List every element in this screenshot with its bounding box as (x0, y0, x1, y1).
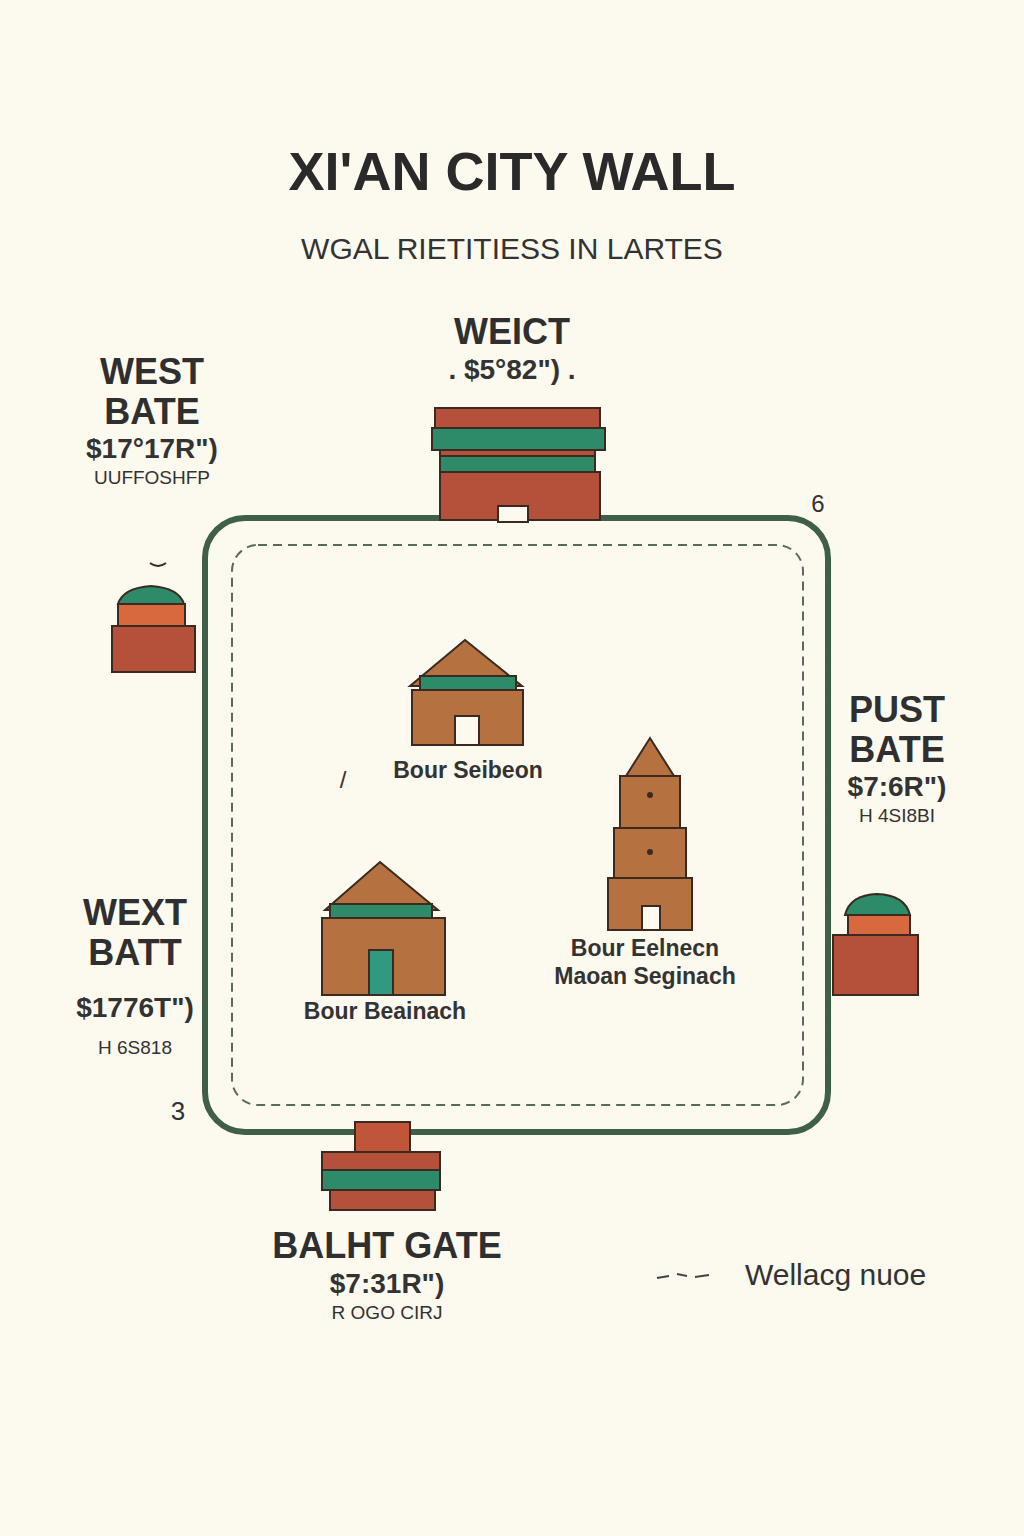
place-name: Bour Eelnecn Maoan Seginach (545, 935, 745, 990)
map-subtitle: WGAL RIETITIESS IN LARTES (200, 232, 824, 266)
gate-label: WEST BATE$17°17R")UUFFOSHFP (62, 352, 242, 491)
place-note: $7:31R") (252, 1266, 522, 1301)
place-note: H 4SI8BI (808, 804, 986, 829)
callout-mark: / (330, 766, 356, 794)
hall-icon (322, 862, 445, 995)
place-name: Bour Beainach (275, 998, 495, 1026)
pagoda-icon (608, 738, 692, 930)
callout-number: 6 (800, 490, 836, 518)
gate-label: WEICT. $5°82") . (402, 312, 622, 387)
west-gate-icon (112, 563, 195, 672)
south-gate-icon (322, 1122, 440, 1210)
building-label: Bour Beainach (275, 998, 495, 1026)
place-name: WEICT (402, 312, 622, 352)
walking-route (232, 545, 803, 1105)
map-title: XI'AN CITY WALL (0, 140, 1024, 202)
place-note: $7:6R") (808, 769, 986, 804)
temple-icon (410, 640, 523, 745)
gate-label: PUST BATE$7:6R")H 4SI8BI (808, 690, 986, 829)
place-name: PUST BATE (808, 690, 986, 769)
place-name: BALHT GATE (252, 1226, 522, 1266)
building-label: Bour Seibeon (368, 757, 568, 785)
north-gate-icon (432, 408, 605, 522)
east-gate-icon (833, 894, 918, 995)
legend-sample (655, 1266, 715, 1286)
callout-number: 3 (160, 1096, 196, 1127)
gate-label: BALHT GATE$7:31R")R OGO CIRJ (252, 1226, 522, 1325)
place-name: WEST BATE (62, 352, 242, 431)
place-note: UUFFOSHFP (62, 466, 242, 491)
building-label: Bour Eelnecn Maoan Seginach (545, 935, 745, 990)
gate-note: H 6S818 (55, 1036, 215, 1061)
city-wall (205, 518, 828, 1132)
legend-text: Wellacg nuoe (745, 1258, 1005, 1292)
place-name: Bour Seibeon (368, 757, 568, 785)
place-note: $17°17R") (62, 431, 242, 466)
gate-coordinate: $1776T") (55, 990, 215, 1025)
place-note: R OGO CIRJ (252, 1301, 522, 1326)
gate-name: WEXT BATT (60, 893, 210, 972)
place-note: . $5°82") . (402, 352, 622, 387)
